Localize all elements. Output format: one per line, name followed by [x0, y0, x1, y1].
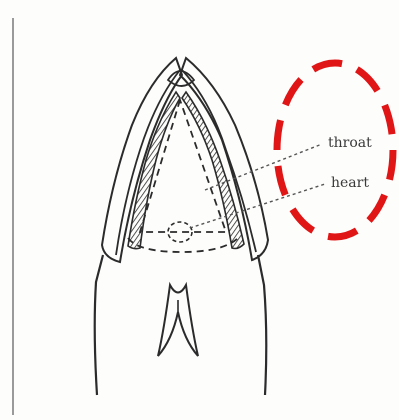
right-gill-cover-outer: [180, 58, 268, 260]
isthmus-dashed: [128, 236, 240, 252]
throat-label: throat: [328, 136, 372, 150]
pelvic-fins: [158, 285, 198, 356]
heart-label: heart: [331, 176, 369, 190]
